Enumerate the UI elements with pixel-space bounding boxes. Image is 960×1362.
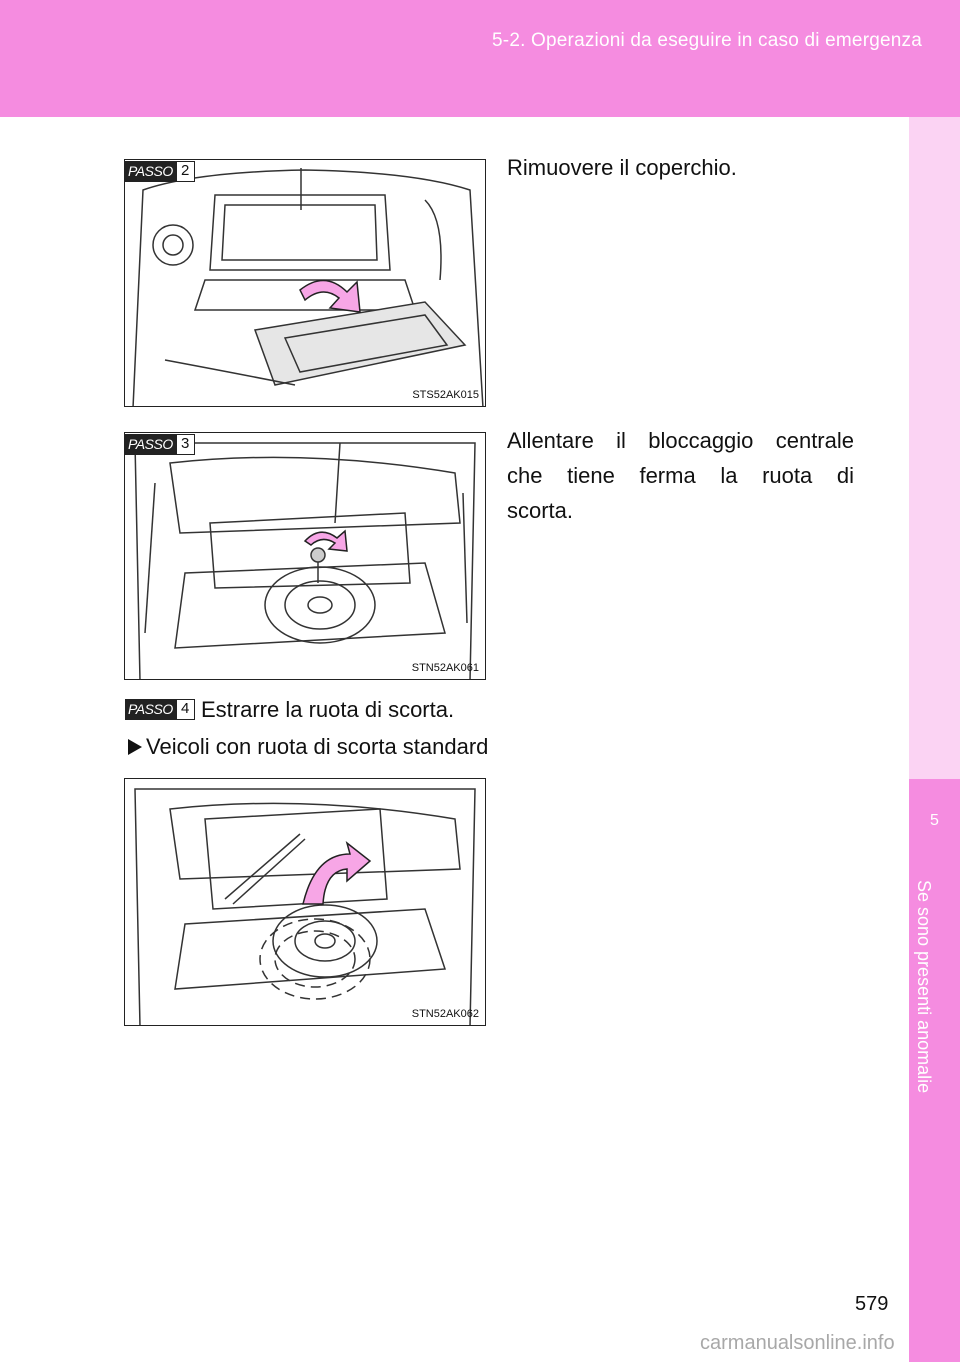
page-number: 579	[855, 1293, 889, 1315]
watermark: carmanualsonline.info	[700, 1332, 895, 1354]
step-3-line-1: Allentare il bloccaggio centrale	[507, 428, 854, 453]
cover-illustration	[132, 168, 484, 406]
figure-loosen-bolt: STN52AK061	[124, 432, 486, 680]
badge-number: 2	[175, 161, 195, 182]
step-badge-2: PASSO 2	[125, 161, 195, 182]
step-badge-3: PASSO 3	[125, 434, 195, 455]
section-title: 5-2. Operazioni da eseguire in caso di e…	[492, 30, 922, 51]
figure-code: STS52AK015	[412, 389, 479, 401]
chapter-number: 5	[930, 812, 939, 829]
badge-word: PASSO	[125, 699, 176, 720]
lift-arrow-icon	[299, 279, 361, 313]
side-index-strip	[909, 117, 960, 779]
figure-remove-cover: STS52AK015	[124, 159, 486, 407]
sub-item-text: Veicoli con ruota di scorta standard	[146, 734, 489, 759]
figure-remove-spare: STN52AK062	[124, 778, 486, 1026]
step-3-line-3: scorta.	[507, 498, 574, 523]
badge-number: 3	[175, 434, 195, 455]
figure-code: STN52AK062	[411, 1008, 479, 1020]
lift-arrow-icon	[302, 841, 372, 905]
triangle-right-icon	[128, 738, 142, 755]
trunk-illustration	[134, 442, 476, 679]
step-4-text: Estrarre la ruota di scorta.	[201, 697, 455, 722]
sub-item: Veicoli con ruota di scorta standard	[128, 729, 488, 764]
step-badge-4: PASSO 4	[125, 699, 195, 720]
step-3-line-2: che tiene ferma la ruota di	[507, 463, 854, 488]
badge-word: PASSO	[125, 161, 176, 182]
badge-word: PASSO	[125, 434, 176, 455]
rotate-arrow-icon	[303, 529, 348, 552]
header-band	[0, 0, 960, 117]
figure-code: STN52AK061	[411, 662, 479, 674]
badge-number: 4	[175, 699, 195, 720]
step-2-text: Rimuovere il coperchio.	[507, 155, 737, 180]
spare-illustration	[134, 788, 476, 1025]
chapter-title: Se sono presenti anomalie	[914, 880, 934, 1094]
chapter-tab[interactable]	[909, 779, 960, 1362]
